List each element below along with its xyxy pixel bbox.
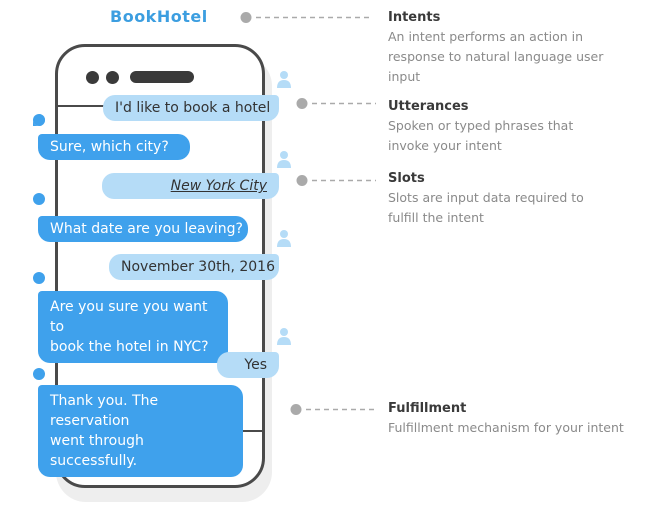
description-line: fulfill the intent bbox=[388, 210, 484, 225]
annotation-description: Fulfillment mechanism for your intent bbox=[388, 418, 658, 438]
description-line: Fulfillment mechanism for your intent bbox=[388, 420, 624, 435]
slot-value: New York City bbox=[170, 178, 267, 194]
sensor-dot bbox=[106, 71, 119, 84]
chat-bubble-icon bbox=[33, 114, 45, 126]
bot-message: Are you sure you want to book the hotel … bbox=[38, 291, 228, 363]
user-message: November 30th, 2016 bbox=[109, 254, 279, 280]
bot-message-line: book the hotel in NYC? bbox=[50, 339, 209, 355]
bot-message-line: Thank you. The reservation bbox=[50, 393, 159, 429]
annotation-title: Intents bbox=[388, 10, 441, 25]
person-icon bbox=[277, 328, 291, 345]
camera-dot bbox=[86, 71, 99, 84]
chat-bubble-icon bbox=[33, 272, 45, 284]
app-title: BookHotel bbox=[110, 7, 208, 26]
person-icon bbox=[277, 230, 291, 247]
bot-message-line: went through successfully. bbox=[50, 433, 144, 469]
annotation-title: Slots bbox=[388, 171, 425, 186]
slots-connector bbox=[296, 175, 376, 186]
description-line: input bbox=[388, 69, 421, 84]
fulfillment-connector bbox=[290, 404, 376, 415]
description-line: Spoken or typed phrases that bbox=[388, 118, 574, 133]
annotation-title: Fulfillment bbox=[388, 401, 467, 416]
annotation-description: Slots are input data required to fulfill… bbox=[388, 188, 658, 228]
speaker-grille bbox=[130, 71, 194, 83]
utterances-connector bbox=[296, 98, 376, 109]
bot-message: Thank you. The reservation went through … bbox=[38, 385, 243, 477]
annotation-utterances: Utterances Spoken or typed phrases that … bbox=[388, 99, 658, 156]
bot-message-line: Are you sure you want to bbox=[50, 299, 208, 335]
chat-bubble-icon bbox=[33, 193, 45, 205]
user-message: Yes bbox=[217, 352, 279, 378]
description-line: Slots are input data required to bbox=[388, 190, 584, 205]
annotation-intents: Intents An intent performs an action in … bbox=[388, 10, 658, 87]
annotation-description: An intent performs an action in response… bbox=[388, 27, 658, 87]
description-line: invoke your intent bbox=[388, 138, 502, 153]
bot-message: What date are you leaving? bbox=[38, 216, 248, 242]
annotation-slots: Slots Slots are input data required to f… bbox=[388, 171, 658, 228]
annotation-fulfillment: Fulfillment Fulfillment mechanism for yo… bbox=[388, 401, 658, 438]
chat-bubble-icon bbox=[33, 368, 45, 380]
bot-message: Sure, which city? bbox=[38, 134, 190, 160]
user-message: I'd like to book a hotel bbox=[103, 95, 279, 121]
person-icon bbox=[277, 151, 291, 168]
annotation-description: Spoken or typed phrases that invoke your… bbox=[388, 116, 658, 156]
annotation-title: Utterances bbox=[388, 99, 469, 114]
intents-connector bbox=[240, 12, 370, 23]
description-line: response to natural language user bbox=[388, 49, 604, 64]
user-message: New York City bbox=[102, 173, 279, 199]
description-line: An intent performs an action in bbox=[388, 29, 584, 44]
person-icon bbox=[277, 71, 291, 88]
